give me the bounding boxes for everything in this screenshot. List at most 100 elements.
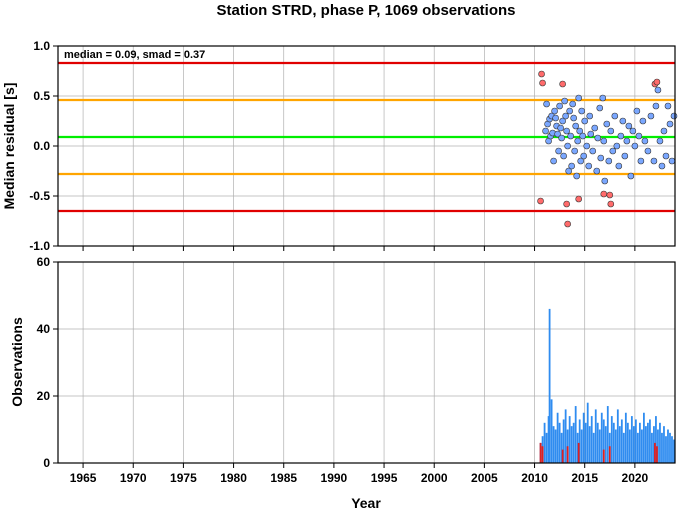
observation-bar xyxy=(618,426,621,463)
observation-bar xyxy=(622,432,625,463)
residual-point xyxy=(569,100,576,108)
outlier-bar xyxy=(566,446,569,463)
residual-point xyxy=(574,137,581,145)
outlier-point xyxy=(575,195,582,203)
x-tick-label: 1995 xyxy=(371,471,398,485)
observation-bar xyxy=(576,432,579,463)
observation-bar xyxy=(640,429,643,463)
observation-bar xyxy=(556,412,559,463)
x-tick-label: 1980 xyxy=(220,471,247,485)
residual-point xyxy=(662,152,670,160)
observation-bar xyxy=(554,429,557,463)
observation-bar xyxy=(630,416,633,463)
y-tick-label: 0.0 xyxy=(33,139,50,153)
residual-point xyxy=(666,120,674,128)
residual-point xyxy=(652,102,660,110)
residual-point xyxy=(639,117,647,125)
observation-bar xyxy=(647,422,649,463)
x-axis-label: Year xyxy=(351,495,381,511)
residual-point xyxy=(611,112,619,120)
residual-point xyxy=(594,134,602,142)
observation-bar xyxy=(614,429,617,463)
outlier-bar xyxy=(654,442,656,463)
observation-bar xyxy=(657,429,659,463)
residual-point xyxy=(557,124,564,132)
x-tick-label: 1985 xyxy=(270,471,297,485)
residual-point xyxy=(585,162,593,170)
y-tick-label: 0.5 xyxy=(33,89,50,103)
stats-annotation: median = 0.09, smad = 0.37 xyxy=(64,49,205,61)
x-tick-label: 2005 xyxy=(471,471,498,485)
residual-point xyxy=(571,147,578,155)
observations-y-axis-label: Observations xyxy=(9,317,25,407)
residual-point xyxy=(600,137,608,145)
residual-point xyxy=(650,157,658,165)
observation-bar xyxy=(547,416,550,463)
observation-bar xyxy=(568,416,571,463)
observation-bar xyxy=(642,412,645,463)
observation-bar xyxy=(638,422,641,463)
residual-gridlines xyxy=(58,45,675,247)
observation-bar xyxy=(655,416,657,463)
observation-bar xyxy=(602,419,605,463)
residual-point xyxy=(563,127,570,135)
residual-point xyxy=(617,132,625,140)
y-tick-label: -1.0 xyxy=(29,239,50,253)
observation-bar xyxy=(663,426,665,463)
observation-bar xyxy=(590,416,593,463)
observation-bar xyxy=(624,412,627,463)
outlier-point xyxy=(607,200,615,208)
residual-point xyxy=(575,94,582,102)
residual-point xyxy=(586,112,594,120)
outlier-point xyxy=(539,79,546,87)
residual-point xyxy=(560,152,567,160)
x-tick-label: 1970 xyxy=(120,471,147,485)
residual-point xyxy=(580,152,588,160)
observation-bar xyxy=(588,426,591,463)
observation-bar xyxy=(562,419,565,463)
outlier-bar xyxy=(541,446,544,463)
residual-point xyxy=(568,162,575,170)
x-tick-label: 1975 xyxy=(170,471,197,485)
residual-points xyxy=(537,70,678,228)
outlier-point xyxy=(564,220,571,228)
observation-bar xyxy=(673,439,675,463)
residual-x-ticks xyxy=(82,246,636,251)
outlier-point xyxy=(600,190,608,198)
residual-point xyxy=(573,172,580,180)
residual-point xyxy=(562,112,569,120)
residual-point xyxy=(542,127,549,135)
y-tick-label: 40 xyxy=(37,322,51,336)
observation-bar xyxy=(592,432,595,463)
observation-bar xyxy=(645,426,647,463)
observation-bar xyxy=(606,406,609,463)
residual-point xyxy=(593,167,601,175)
residual-point xyxy=(625,122,633,130)
observation-bar xyxy=(586,402,589,463)
observation-bar xyxy=(550,399,553,463)
observation-bar xyxy=(620,419,623,463)
observation-bar xyxy=(628,429,631,463)
residual-point xyxy=(551,107,558,115)
residual-y-ticks: 1.00.50.0-0.5-1.0 xyxy=(29,39,58,253)
residual-point xyxy=(554,130,561,138)
residual-point xyxy=(591,124,599,132)
residual-point xyxy=(629,127,637,135)
residual-point xyxy=(656,137,664,145)
residual-point xyxy=(572,122,579,130)
observation-bar xyxy=(632,426,635,463)
residual-point xyxy=(660,127,668,135)
observation-bar xyxy=(653,426,655,463)
x-tick-label: 2000 xyxy=(421,471,448,485)
residual-point xyxy=(668,157,676,165)
residual-point xyxy=(635,132,643,140)
residual-point xyxy=(589,147,597,155)
residual-point xyxy=(565,167,572,175)
observation-bar xyxy=(636,432,639,463)
observation-bar xyxy=(612,422,615,463)
residual-point xyxy=(603,120,611,128)
residual-point xyxy=(664,102,672,110)
observation-bar xyxy=(671,436,673,463)
observation-bar xyxy=(604,426,607,463)
